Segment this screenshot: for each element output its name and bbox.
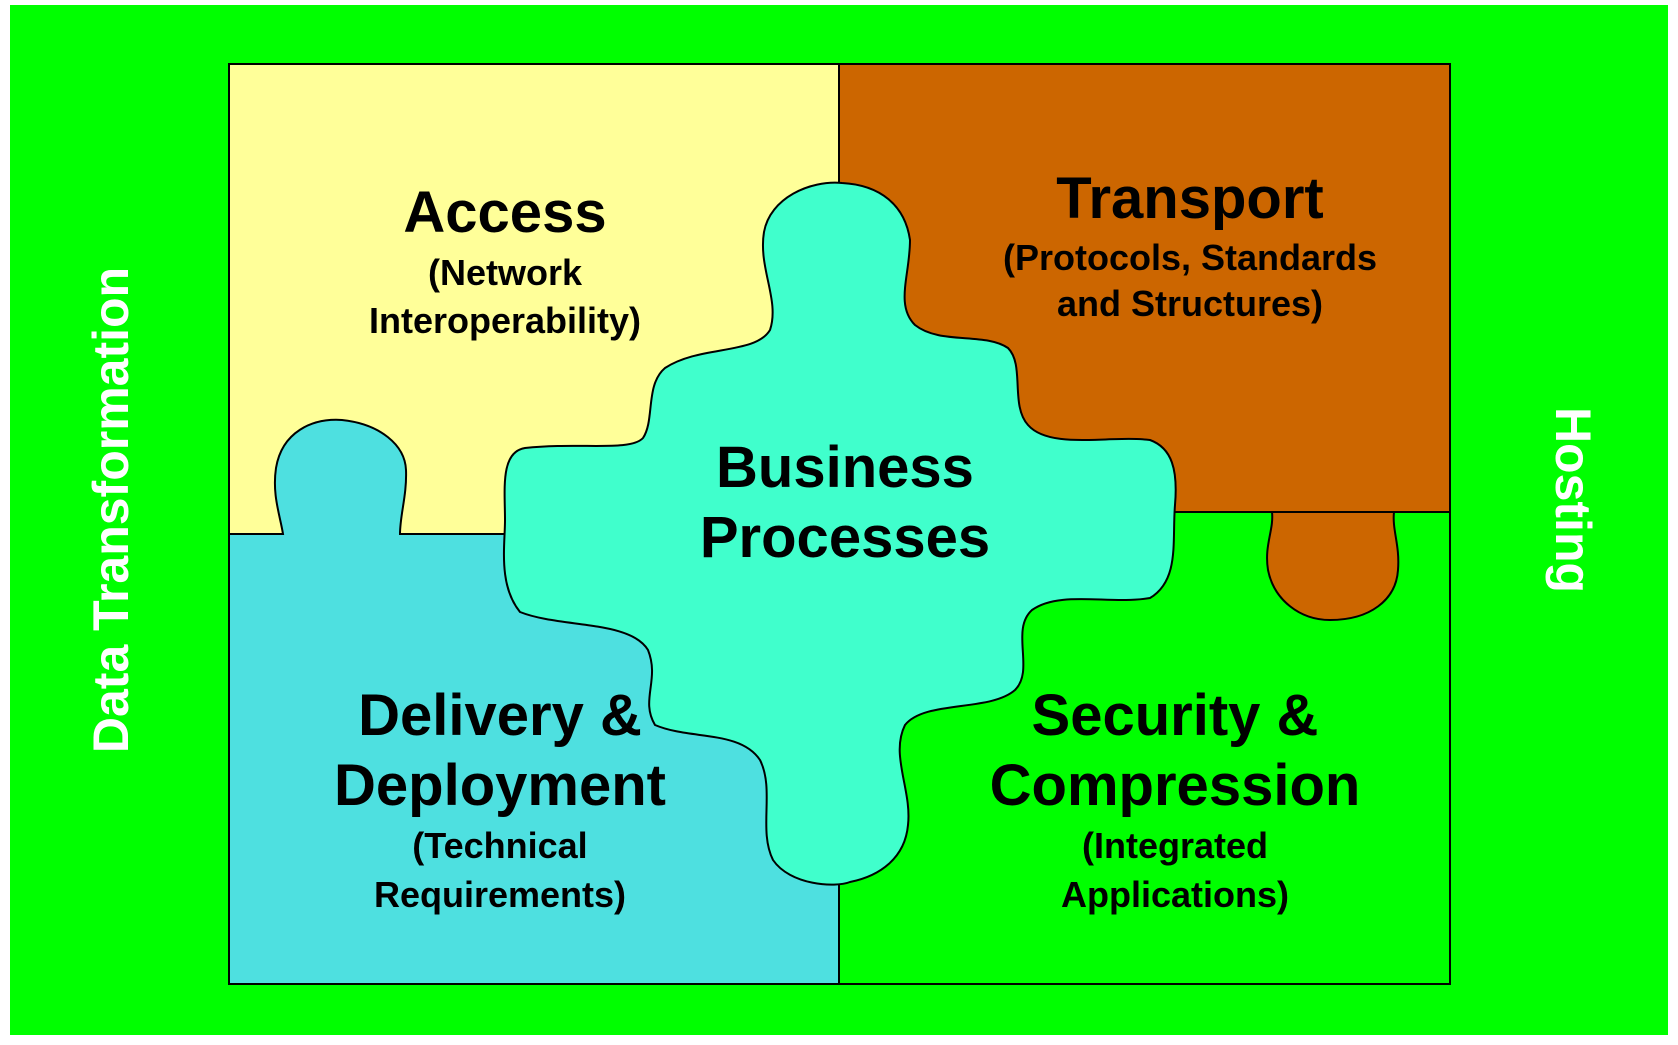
delivery-title-line-1: Delivery & [358,683,642,748]
security-title-line-1: Security & [1032,683,1319,748]
access-subtitle-line-2: Interoperability) [369,300,641,341]
transport-subtitle-line-1: (Protocols, Standards [1003,237,1377,278]
left-side-label: Data Transformation [83,267,139,753]
transport-title: Transport [1056,166,1324,231]
business-title-line-2: Processes [700,505,990,570]
transport-subtitle-line-2: and Structures) [1057,283,1323,324]
business-title-line-1: Business [716,435,974,500]
delivery-subtitle-line-2: Requirements) [374,874,626,915]
security-subtitle-line-2: Applications) [1061,874,1289,915]
security-title-line-2: Compression [990,753,1361,818]
access-subtitle-line-1: (Network [428,252,583,293]
right-side-label: Hosting [1545,407,1601,593]
delivery-title-line-2: Deployment [334,753,666,818]
access-title: Access [403,180,606,245]
transport-knob [1266,511,1400,622]
security-subtitle-line-1: (Integrated [1082,825,1268,866]
delivery-subtitle-line-1: (Technical [412,825,587,866]
business-processes-piece [502,181,1177,886]
